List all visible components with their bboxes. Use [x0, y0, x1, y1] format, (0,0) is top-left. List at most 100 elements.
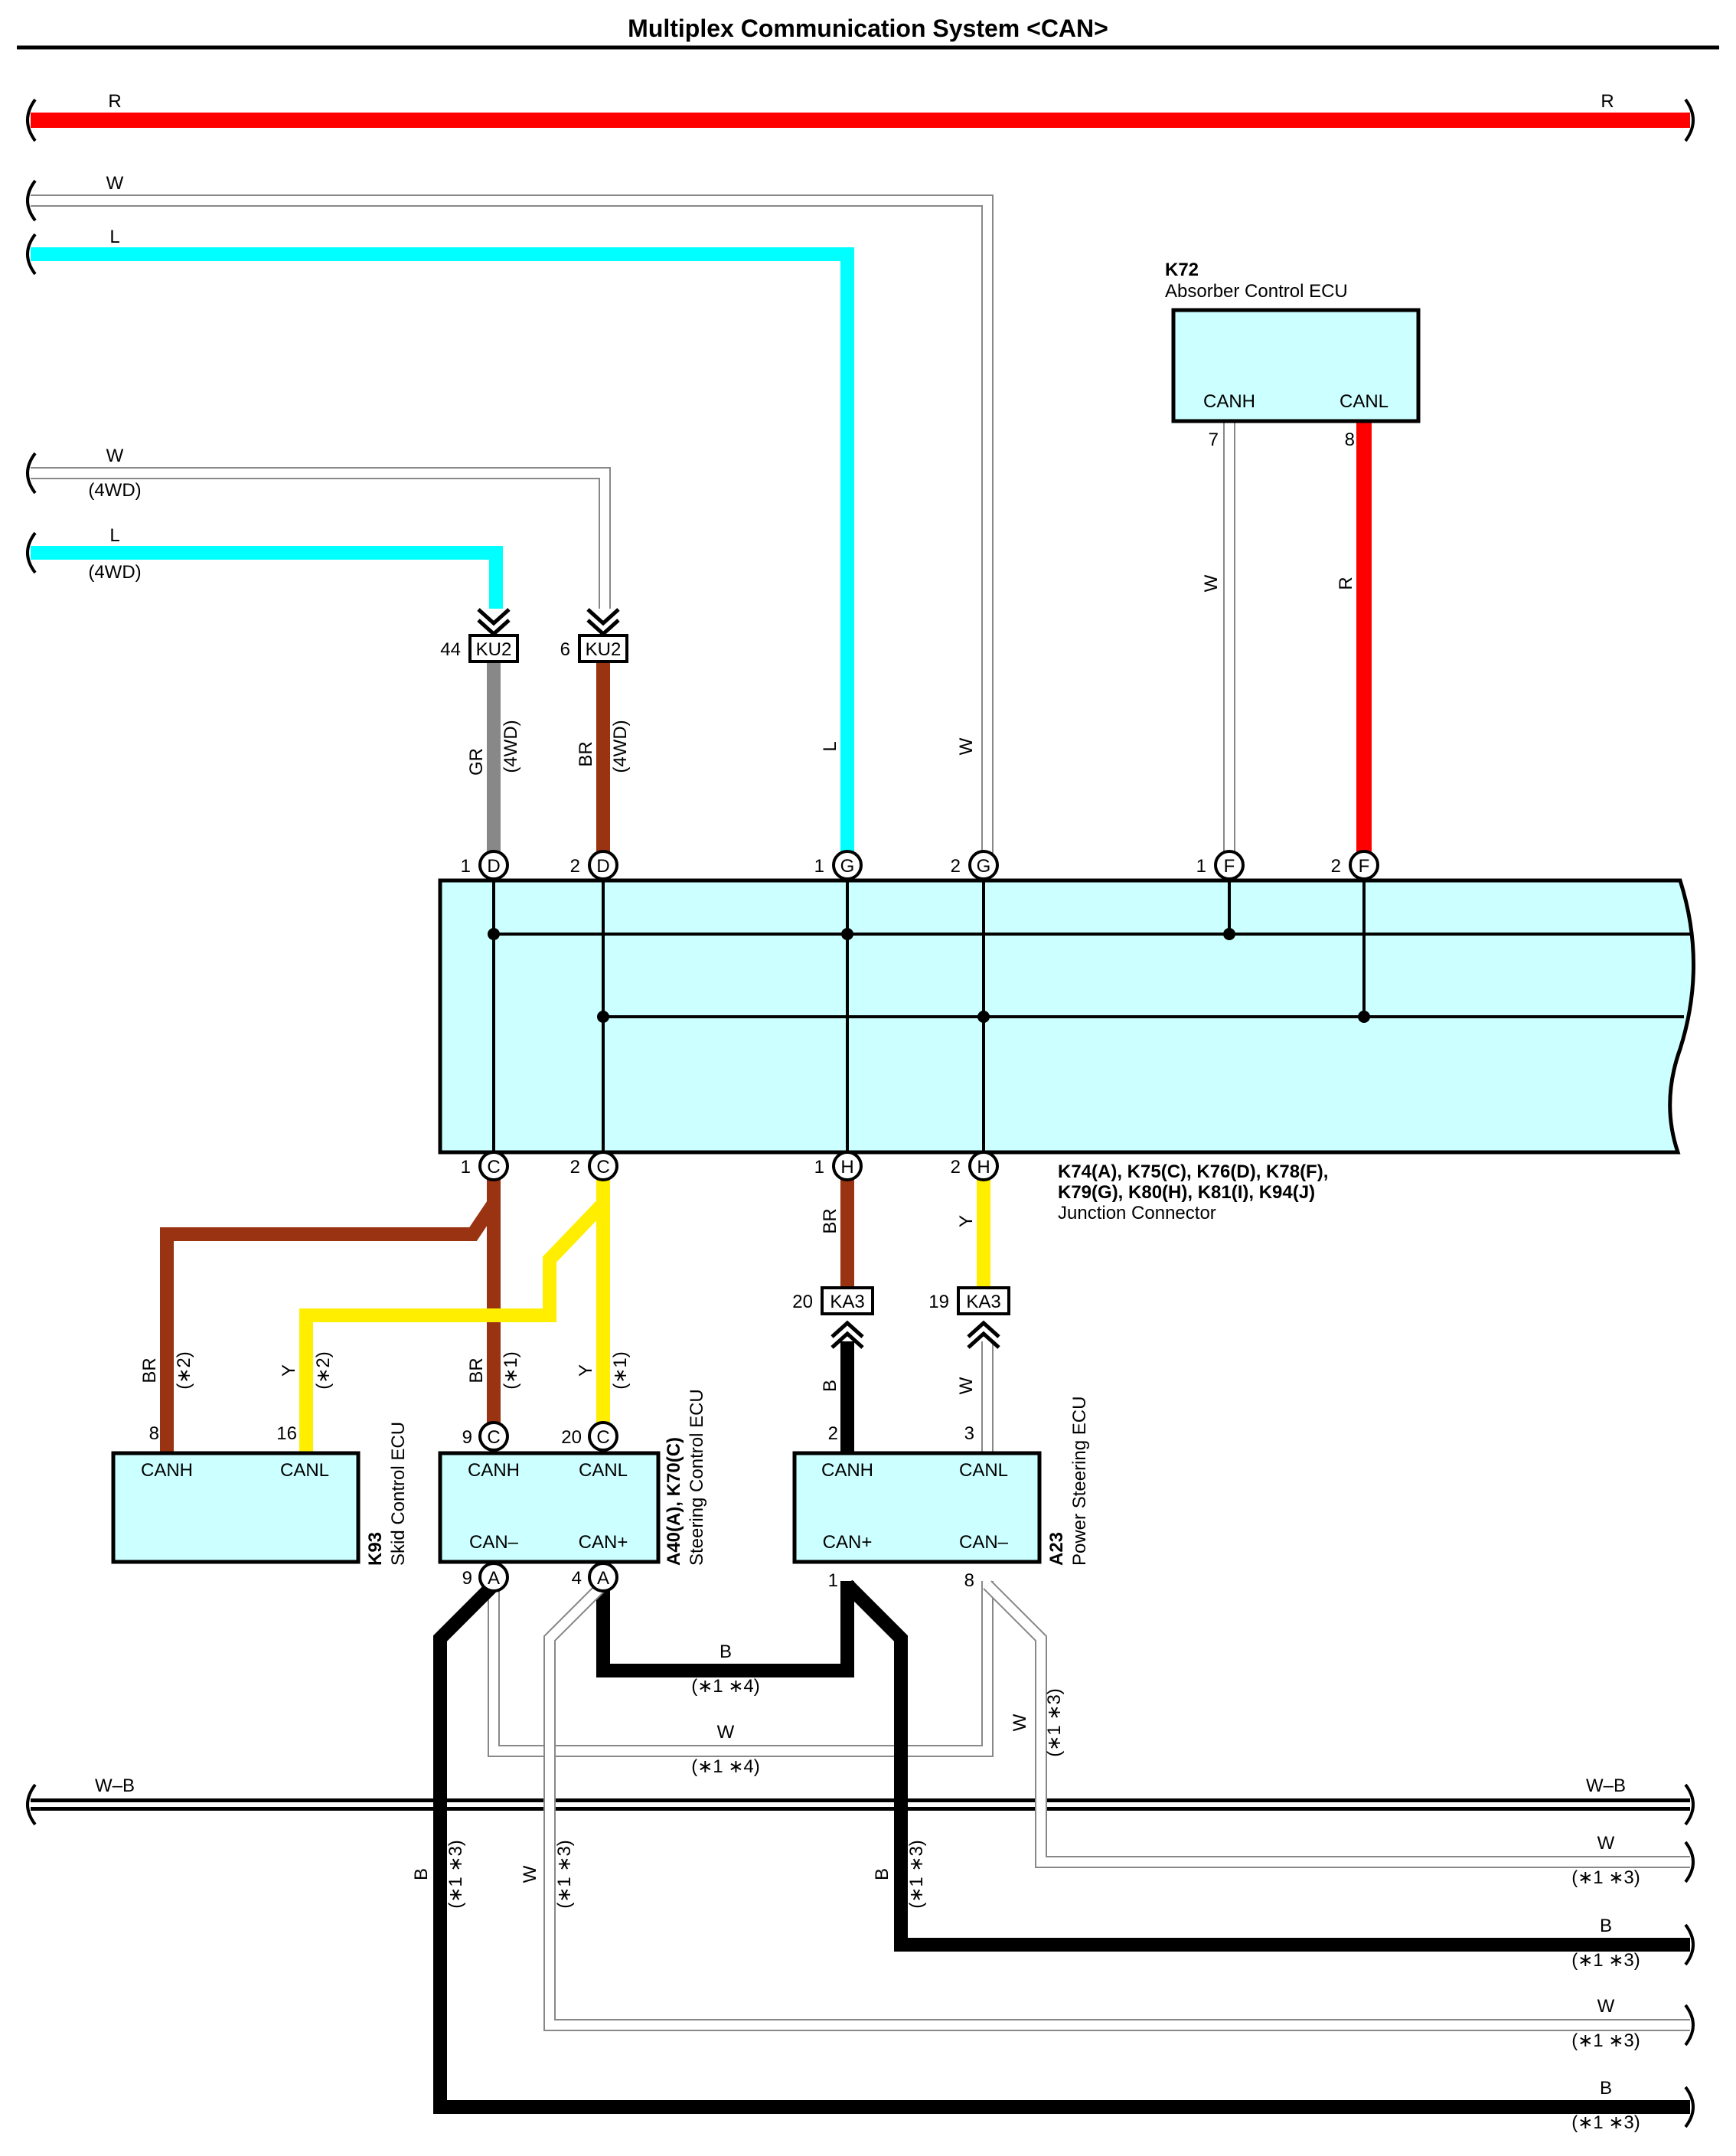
svg-text:(∗1 ∗3): (∗1 ∗3)	[445, 1840, 466, 1909]
svg-text:CANH: CANH	[141, 1460, 193, 1481]
svg-text:CANL: CANL	[959, 1460, 1008, 1481]
svg-text:W: W	[520, 1865, 540, 1883]
svg-text:20: 20	[792, 1292, 813, 1312]
svg-text:BR: BR	[820, 1208, 840, 1233]
junction-pin-d2: D 2	[570, 850, 618, 880]
svg-text:W: W	[1597, 1996, 1615, 2017]
svg-text:1: 1	[814, 1157, 824, 1178]
junction-pin-h1: H 1	[814, 1151, 863, 1181]
svg-text:GR: GR	[466, 748, 487, 776]
svg-text:W: W	[956, 737, 977, 755]
wire-white-4wd	[31, 467, 611, 609]
wire-white-mid	[488, 1581, 994, 1757]
junction-label-2: K79(G), K80(H), K81(I), K94(J)	[1058, 1182, 1315, 1203]
junction-pin-c2: C 2	[570, 1151, 618, 1181]
svg-text:W: W	[106, 173, 124, 194]
svg-text:(∗2): (∗2)	[313, 1351, 334, 1389]
junction-pin-c1: C 1	[461, 1151, 509, 1181]
svg-text:KU2: KU2	[476, 639, 512, 660]
svg-text:9: 9	[462, 1427, 472, 1448]
svg-text:W–B: W–B	[95, 1775, 135, 1796]
svg-text:(∗1 ∗4): (∗1 ∗4)	[691, 1676, 760, 1697]
junction-pin-f2: F 2	[1331, 850, 1379, 880]
svg-text:B: B	[411, 1868, 432, 1880]
wire-white-bottom-2	[543, 1580, 1690, 2031]
svg-text:(∗1): (∗1)	[501, 1351, 521, 1389]
wire-lightblue-top	[31, 247, 854, 864]
svg-text:W–B: W–B	[1586, 1775, 1626, 1796]
svg-text:(∗1 ∗3): (∗1 ∗3)	[1571, 2112, 1640, 2133]
svg-text:6: 6	[560, 639, 570, 660]
a23-power-steering-ecu: CANH CANL CAN+ CAN–	[792, 1451, 1042, 1564]
ku2-connector-1: KU2 44	[440, 634, 519, 663]
junction-pin-f1: F 1	[1196, 850, 1245, 880]
wire-brown-k93	[160, 1199, 500, 1453]
ku2-chevron-2	[588, 609, 618, 634]
svg-text:2: 2	[570, 1157, 580, 1178]
svg-text:KU2: KU2	[586, 639, 622, 660]
svg-text:F: F	[1224, 856, 1235, 877]
svg-text:BR: BR	[576, 741, 596, 766]
ka3-connector-1: KA3 20	[792, 1286, 874, 1315]
svg-text:CANH: CANH	[821, 1460, 873, 1481]
svg-text:20: 20	[561, 1427, 582, 1448]
svg-text:W: W	[717, 1722, 735, 1743]
svg-text:G: G	[840, 856, 855, 877]
svg-text:H: H	[840, 1157, 853, 1178]
svg-text:W: W	[1010, 1713, 1030, 1731]
wire-labels: R R W L W (4WD) L (4WD) GR (4WD) BR (4WD…	[88, 91, 1640, 2133]
k72-pin-canl: 8	[1345, 430, 1355, 450]
svg-text:C: C	[596, 1157, 609, 1178]
a40-pin-canl: C 20	[561, 1421, 618, 1452]
svg-text:(4WD): (4WD)	[88, 562, 141, 583]
a40-code: A40(A), K70(C)	[664, 1437, 684, 1566]
svg-text:W: W	[956, 1377, 977, 1394]
svg-text:2: 2	[1331, 856, 1341, 877]
svg-text:CANL: CANL	[280, 1460, 329, 1481]
svg-text:A: A	[488, 1568, 500, 1589]
a40-name: Steering Control ECU	[687, 1389, 707, 1566]
svg-text:CANL: CANL	[1340, 391, 1388, 412]
svg-text:B: B	[820, 1380, 840, 1392]
svg-text:B: B	[720, 1642, 732, 1662]
a40-pin-canh: C 9	[462, 1421, 509, 1452]
svg-text:(∗1 ∗3): (∗1 ∗3)	[1571, 1867, 1640, 1888]
wire-lightblue-4wd	[31, 546, 503, 609]
svg-text:1: 1	[1196, 856, 1206, 877]
svg-text:R: R	[1601, 91, 1614, 112]
wire-black-bottom-2	[433, 1579, 1690, 2114]
junction-label-3: Junction Connector	[1058, 1203, 1216, 1223]
k72-absorber-ecu: CANH CANL	[1171, 308, 1421, 423]
svg-text:C: C	[596, 1427, 609, 1448]
svg-text:Y: Y	[956, 1215, 977, 1227]
a23-code: A23	[1046, 1532, 1067, 1566]
svg-text:CANH: CANH	[468, 1460, 520, 1481]
svg-text:A: A	[597, 1568, 609, 1589]
svg-text:B: B	[1600, 1916, 1612, 1936]
svg-text:CAN–: CAN–	[469, 1532, 519, 1553]
k72-pin-canh: 7	[1209, 430, 1219, 450]
ku2-connector-2: KU2 6	[560, 634, 628, 663]
a40-steering-control-ecu: CANH CANL CAN– CAN+	[438, 1451, 661, 1564]
svg-text:(∗2): (∗2)	[174, 1351, 194, 1389]
svg-text:CAN–: CAN–	[959, 1532, 1009, 1553]
svg-text:(∗1 ∗3): (∗1 ∗3)	[1571, 1950, 1640, 1971]
svg-text:B: B	[1600, 2078, 1612, 2099]
svg-text:CANL: CANL	[579, 1460, 628, 1481]
svg-text:R: R	[1336, 577, 1356, 590]
svg-text:L: L	[820, 741, 840, 751]
svg-text:CAN+: CAN+	[823, 1532, 873, 1553]
svg-text:9: 9	[462, 1568, 472, 1589]
a23-pin-canm: 8	[964, 1570, 974, 1591]
junction-pin-g2: G 2	[951, 850, 999, 880]
svg-text:(4WD): (4WD)	[610, 720, 631, 773]
svg-text:2: 2	[951, 856, 961, 877]
svg-text:L: L	[109, 227, 119, 247]
svg-text:4: 4	[572, 1568, 582, 1589]
k93-name: Skid Control ECU	[388, 1422, 409, 1566]
svg-text:(4WD): (4WD)	[88, 480, 141, 501]
svg-text:2: 2	[570, 856, 580, 877]
svg-text:19: 19	[928, 1292, 949, 1312]
k72-code: K72	[1165, 260, 1199, 280]
a23-name: Power Steering ECU	[1069, 1396, 1090, 1566]
